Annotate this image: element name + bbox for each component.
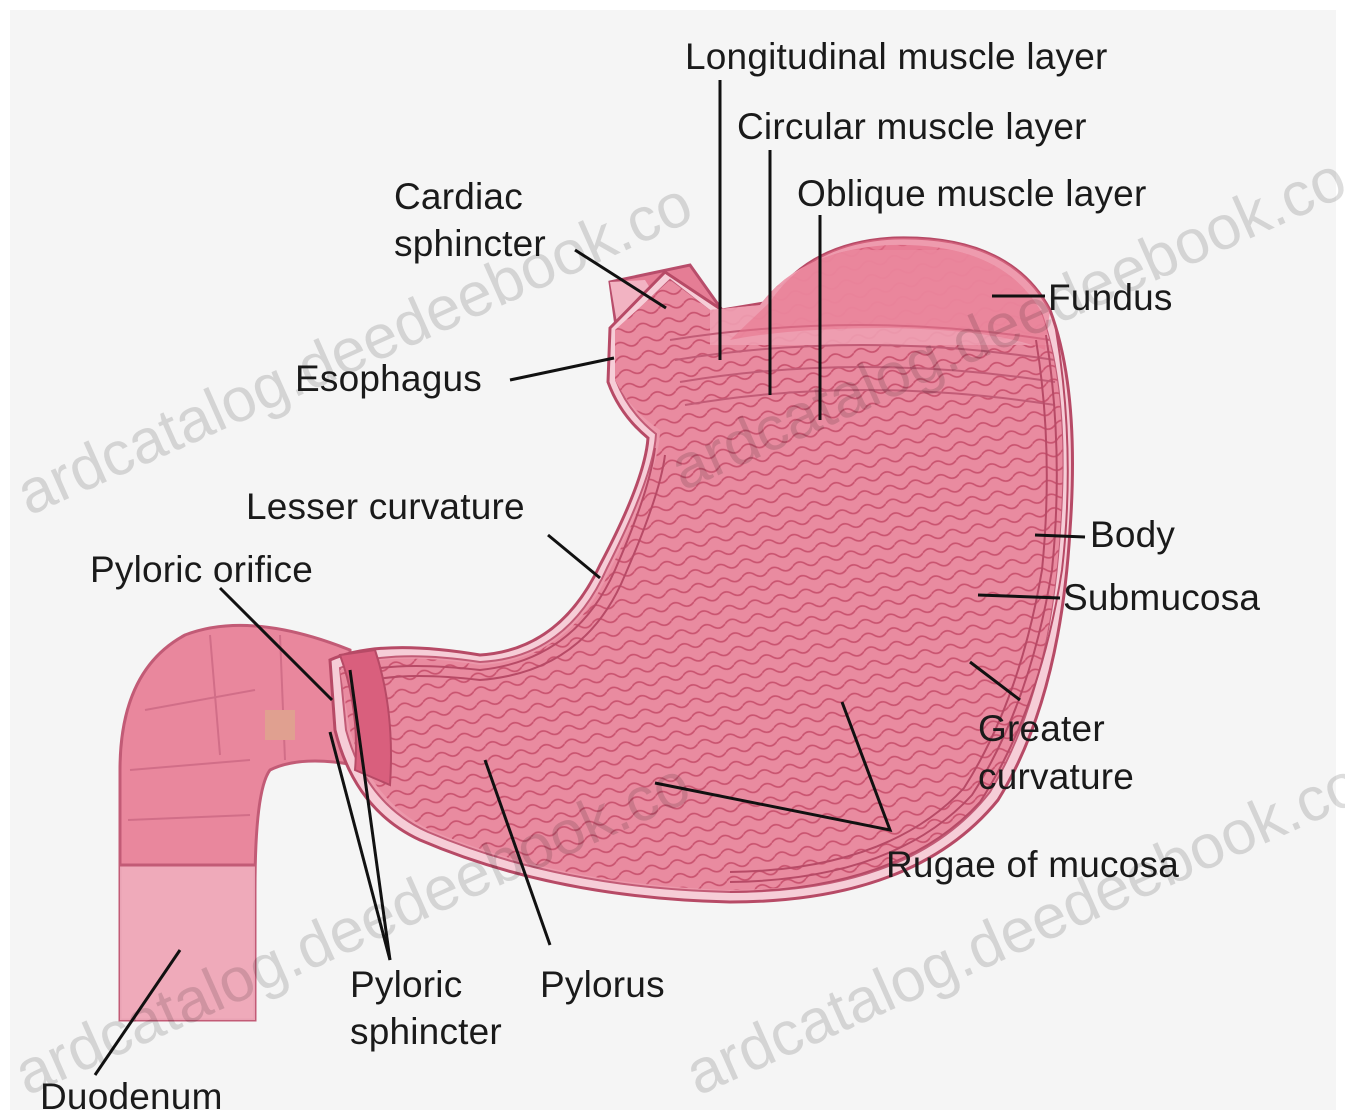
label-duodenum: Duodenum	[40, 1075, 223, 1119]
label-cardiac-sphincter-line2: sphincter	[394, 222, 546, 266]
label-greater-curvature-line2: curvature	[978, 755, 1134, 799]
label-rugae-of-mucosa: Rugae of mucosa	[886, 843, 1179, 887]
label-lesser-curvature: Lesser curvature	[246, 485, 525, 529]
label-pyloric-sphincter-line1: Pyloric	[350, 963, 462, 1007]
label-oblique-muscle-layer: Oblique muscle layer	[797, 172, 1146, 216]
label-cardiac-sphincter-line1: Cardiac	[394, 175, 523, 219]
label-pylorus: Pylorus	[540, 963, 665, 1007]
label-fundus: Fundus	[1048, 276, 1173, 320]
label-pyloric-sphincter-line2: sphincter	[350, 1010, 502, 1054]
diagram-canvas: ardcatalog.deedeebook.co ardcatalog.deed…	[10, 10, 1336, 1110]
label-body: Body	[1090, 513, 1175, 557]
label-esophagus: Esophagus	[295, 357, 482, 401]
label-longitudinal-muscle-layer: Longitudinal muscle layer	[685, 35, 1108, 79]
label-circular-muscle-layer: Circular muscle layer	[737, 105, 1087, 149]
label-greater-curvature-line1: Greater	[978, 707, 1105, 751]
label-submucosa: Submucosa	[1063, 576, 1260, 620]
label-pyloric-orifice: Pyloric orifice	[90, 548, 313, 592]
